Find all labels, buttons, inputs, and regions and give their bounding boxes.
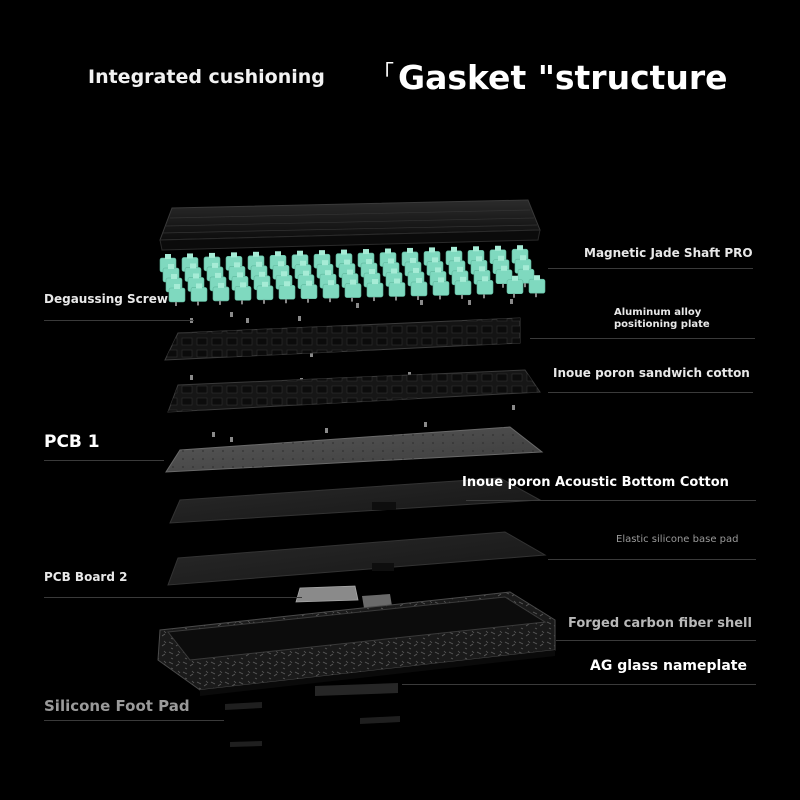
leader-nameplate <box>402 684 756 685</box>
sandwich-cotton-layer <box>167 369 541 413</box>
header-right-title: Gasket "structure <box>398 58 728 97</box>
label-carbon-shell: Forged carbon fiber shell <box>568 616 752 631</box>
carbon-shell <box>157 591 556 696</box>
label-sandwich-cotton: Inoue poron sandwich cotton <box>553 366 750 380</box>
leader-degaussing-screw <box>44 320 194 321</box>
leader-silicone-base <box>548 559 756 560</box>
leader-foot-pad <box>44 720 224 721</box>
leader-carbon-shell <box>556 640 756 641</box>
leader-sandwich-cotton <box>548 392 753 393</box>
label-pcb1: PCB 1 <box>44 432 100 452</box>
label-magnetic-shaft: Magnetic Jade Shaft PRO <box>584 246 753 260</box>
label-acoustic-cotton: Inoue poron Acoustic Bottom Cotton <box>462 475 729 490</box>
header-bracket: 「 <box>372 62 395 87</box>
header-left-title: Integrated cushioning <box>88 66 325 88</box>
label-aluminum-line2: positioning plate <box>614 319 710 330</box>
switches-layer <box>159 245 546 306</box>
pcb1-layer <box>165 426 544 473</box>
label-pcb2: PCB Board 2 <box>44 570 128 584</box>
label-nameplate: AG glass nameplate <box>590 658 747 674</box>
leader-magnetic-shaft <box>548 268 753 269</box>
leader-pcb1 <box>44 460 164 461</box>
silicone-base-layer <box>167 531 547 586</box>
leader-pcb2 <box>44 597 302 598</box>
label-foot-pad: Silicone Foot Pad <box>44 697 190 715</box>
leader-acoustic-cotton <box>466 500 756 501</box>
pcb2-board <box>295 585 392 608</box>
aluminum-plate <box>164 317 521 361</box>
label-silicone-base: Elastic silicone base pad <box>616 534 739 545</box>
keycaps-layer <box>159 199 541 251</box>
foot-pads <box>225 683 400 747</box>
label-aluminum-line1: Aluminum alloy <box>614 307 702 318</box>
label-degaussing-screw: Degaussing Screw <box>44 292 168 306</box>
leader-aluminum-plate <box>530 338 755 339</box>
